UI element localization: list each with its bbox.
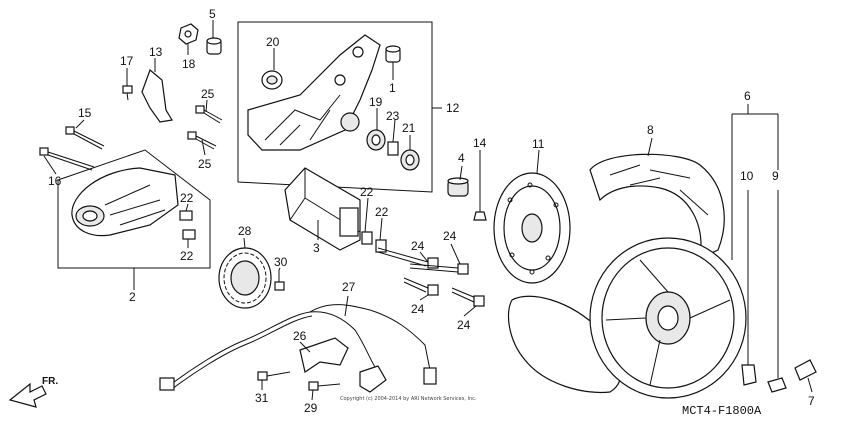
clip-9 — [767, 190, 787, 393]
pulser-ring — [218, 247, 272, 309]
callout-24a: 24 — [411, 239, 425, 253]
group-bracket-6 — [731, 113, 779, 260]
callout-11: 11 — [532, 137, 545, 151]
callout-30: 30 — [274, 255, 288, 269]
callout-31: 31 — [255, 391, 269, 405]
callout-25a: 25 — [201, 87, 215, 101]
speed-sensor-harness — [159, 304, 437, 393]
bearing-19 — [366, 129, 386, 151]
bolt-14 — [473, 150, 487, 221]
callout-labels: 1 2 3 4 5 6 7 8 9 10 11 12 13 14 15 16 1… — [48, 7, 815, 415]
callout-15: 15 — [78, 106, 92, 120]
bolt-25-upper — [195, 105, 223, 124]
seal-20 — [261, 70, 283, 90]
bracket-13 — [141, 68, 173, 123]
callout-20: 20 — [266, 35, 280, 49]
callout-22d: 22 — [375, 205, 389, 219]
callout-24b: 24 — [443, 229, 457, 243]
swingarm-right — [247, 34, 381, 151]
callout-7: 7 — [808, 394, 815, 408]
bolt-15 — [65, 126, 105, 150]
callout-24c: 24 — [411, 302, 425, 316]
callout-24d: 24 — [457, 318, 471, 332]
rear-wheel — [589, 237, 747, 399]
clip-7 — [794, 359, 817, 381]
brake-disc — [493, 172, 571, 284]
bolt-31 — [257, 371, 291, 381]
bolt-30 — [274, 270, 285, 291]
callout-13: 13 — [149, 45, 163, 59]
bolt-24-d — [451, 287, 485, 307]
valve-10 — [741, 190, 757, 386]
clamp-26 — [299, 337, 349, 373]
callout-23: 23 — [386, 109, 400, 123]
leader-lines — [43, 20, 813, 401]
callout-18: 18 — [182, 57, 196, 71]
callout-22a: 22 — [180, 191, 194, 205]
callout-29: 29 — [304, 401, 318, 415]
front-direction-label: FR. — [42, 376, 58, 387]
callout-6: 6 — [744, 89, 751, 103]
collar-23 — [387, 141, 399, 156]
bolt-17 — [122, 85, 133, 101]
callout-17: 17 — [120, 54, 134, 68]
callout-22c: 22 — [360, 185, 374, 199]
callout-26: 26 — [293, 329, 307, 343]
callout-2: 2 — [129, 290, 136, 304]
copyright-notice: Copyright (c) 2004-2014 by ARI Network S… — [340, 396, 477, 402]
callout-4: 4 — [458, 151, 465, 165]
diagram-code: MCT4-F1800A — [682, 404, 762, 418]
callout-10: 10 — [740, 169, 754, 183]
seal-21 — [400, 149, 420, 171]
callout-5: 5 — [209, 7, 216, 21]
callout-27: 27 — [342, 280, 356, 294]
bolt-24-a — [377, 247, 439, 269]
callout-1: 1 — [389, 81, 396, 95]
callout-12: 12 — [446, 101, 460, 115]
bolt-16 — [39, 147, 95, 171]
callout-14: 14 — [473, 136, 487, 150]
callout-19: 19 — [369, 95, 383, 109]
callout-16: 16 — [48, 174, 62, 188]
rear-tire — [507, 153, 725, 394]
group-box-2 — [57, 149, 211, 269]
callout-22b: 22 — [180, 249, 194, 263]
callout-3: 3 — [313, 241, 320, 255]
callout-25b: 25 — [198, 157, 212, 171]
bolt-24-b — [409, 263, 469, 275]
swingarm — [71, 167, 196, 240]
collar-5 — [206, 37, 222, 55]
callout-28: 28 — [238, 224, 252, 238]
collar-1 — [385, 45, 401, 63]
callout-9: 9 — [772, 169, 779, 183]
callout-8: 8 — [647, 123, 654, 137]
front-direction-arrow-icon — [8, 382, 47, 408]
callout-21: 21 — [402, 121, 416, 135]
bolt-25-lower — [187, 131, 217, 150]
bracket-3 — [284, 167, 387, 253]
group-box-12 — [237, 21, 433, 193]
collar-4 — [447, 177, 469, 197]
bolt-29 — [308, 381, 341, 391]
bolt-24-c — [403, 277, 439, 296]
